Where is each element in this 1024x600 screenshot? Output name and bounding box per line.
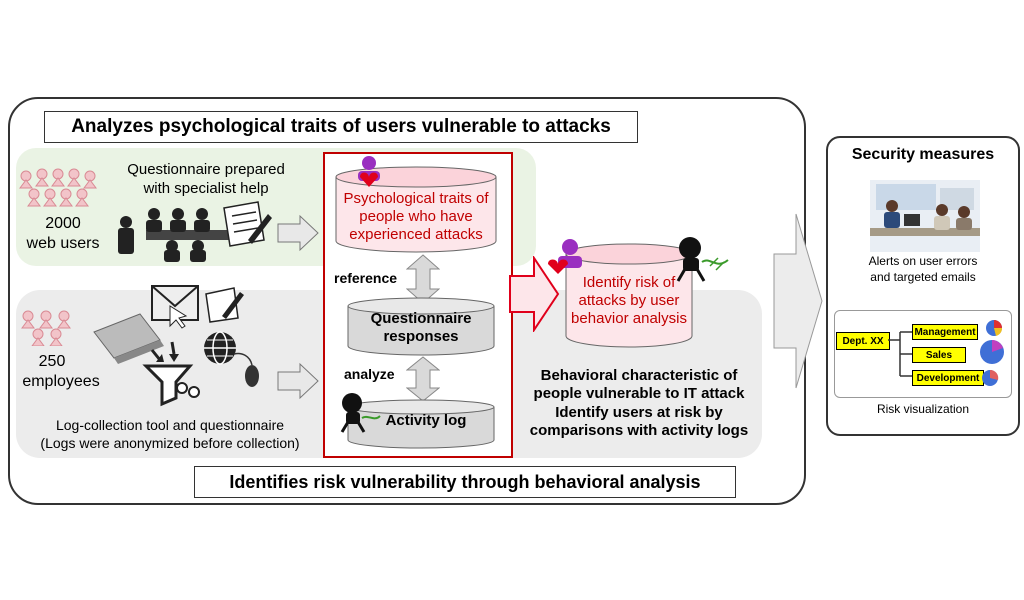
employees-count: 250 bbox=[38, 353, 66, 370]
red-arrow-icon bbox=[509, 256, 560, 332]
log-tool-note-line2: (Logs were anonymized before collection) bbox=[40, 435, 300, 451]
activity-db-label: Activity log bbox=[385, 412, 467, 429]
arrow-right-icon bbox=[277, 362, 319, 400]
arrow-right-icon bbox=[277, 214, 319, 252]
questionnaire-note-line2: with specialist help bbox=[143, 180, 269, 197]
dept-tag: Dept. XX bbox=[836, 332, 890, 350]
attacker-icon bbox=[676, 237, 729, 282]
office-workers-icon bbox=[870, 180, 980, 252]
security-title: Security measures bbox=[851, 146, 995, 163]
specialist-meeting-icon bbox=[118, 201, 272, 262]
employees-label: employees bbox=[22, 373, 100, 390]
analyze-double-arrow-icon bbox=[406, 356, 440, 402]
arrow-to-security-icon bbox=[773, 213, 823, 389]
behavior-note-line3: Identify users at risk by bbox=[555, 404, 723, 421]
org-tree-lines bbox=[888, 331, 912, 377]
responses-database-cylinder bbox=[347, 297, 495, 356]
risk-db-line3: behavior analysis bbox=[571, 310, 687, 327]
alerts-line1: Alerts on user errors bbox=[868, 254, 978, 268]
bottom-title: Identifies risk vulnerability through be… bbox=[194, 466, 736, 498]
risk-db-line1: Identify risk of bbox=[582, 274, 676, 291]
development-tag: Development bbox=[912, 370, 984, 386]
responses-db-line2: responses bbox=[383, 328, 459, 345]
behavior-note-line1: Behavioral characteristic of bbox=[540, 367, 738, 384]
reference-label: reference bbox=[334, 270, 398, 286]
activity-log-cylinder bbox=[347, 399, 495, 449]
responses-db-line1: Questionnaire bbox=[370, 310, 472, 327]
traits-db-line3: experienced attacks bbox=[349, 226, 483, 243]
web-users-crowd-icon bbox=[19, 168, 97, 207]
log-collection-illustration bbox=[93, 285, 259, 407]
alerts-line2: and targeted emails bbox=[870, 270, 976, 284]
sales-tag: Sales bbox=[912, 347, 966, 363]
traits-db-line2: people who have bbox=[359, 208, 473, 225]
attacker-icon bbox=[340, 393, 381, 433]
victim-user-icon bbox=[548, 239, 582, 274]
questionnaire-note-line1: Questionnaire prepared bbox=[127, 161, 285, 178]
analyze-label: analyze bbox=[344, 366, 395, 382]
top-title: Analyzes psychological traits of users v… bbox=[44, 111, 638, 143]
victim-user-icon bbox=[358, 156, 380, 187]
risk-database-cylinder bbox=[565, 243, 693, 348]
web-users-count: 2000 bbox=[45, 215, 81, 232]
employees-crowd-icon bbox=[21, 310, 71, 346]
risk-visualization-label: Risk visualization bbox=[876, 402, 970, 416]
traits-db-line1: Psychological traits of bbox=[343, 190, 489, 207]
web-users-label: web users bbox=[26, 235, 100, 252]
management-tag: Management bbox=[912, 324, 978, 340]
risk-db-line2: attacks by user bbox=[578, 292, 680, 309]
risk-pie-charts-icon bbox=[980, 320, 1004, 386]
behavior-note-line2: people vulnerable to IT attack bbox=[533, 385, 745, 402]
log-tool-note-line1: Log-collection tool and questionnaire bbox=[55, 417, 285, 433]
behavior-note-line4: comparisons with activity logs bbox=[529, 422, 749, 439]
